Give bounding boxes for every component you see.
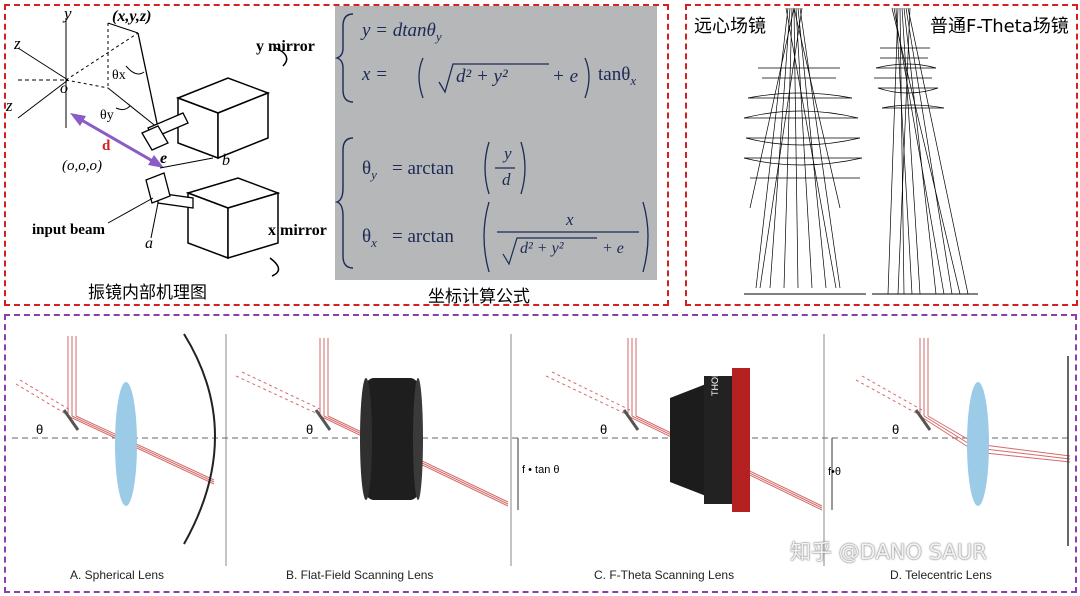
theta-d-label: θ <box>892 422 900 437</box>
formula-x-tan: tanθx <box>598 64 637 88</box>
theta-c-label: θ <box>600 422 608 437</box>
ftheta-lens-raytrace <box>872 7 978 295</box>
galvo-mechanism-diagram <box>17 18 288 277</box>
axis-z-lower-label: z <box>6 96 13 115</box>
lens-compare-panel <box>685 4 1078 306</box>
origin-coords-label: (o,o,o) <box>62 158 102 174</box>
origin-o-label: o <box>60 80 68 97</box>
formula-x-root: d² + y² <box>456 66 508 87</box>
flat-field-lens-diagram <box>235 338 519 510</box>
theta-a-label: θ <box>36 422 44 437</box>
y-mirror-label: y mirror <box>256 38 315 55</box>
ftheta-lens-label: 普通F-Theta场镜 <box>930 12 1069 38</box>
axis-y-label: y <box>64 4 72 23</box>
thorlabs-logo: THORLABS <box>710 347 720 396</box>
point-a-label: a <box>145 235 153 252</box>
axis-z-upper-label: z <box>14 34 21 53</box>
formula-theta-x-arctan: = arctan <box>392 226 454 247</box>
formula-theta-y-den: d <box>502 170 511 189</box>
distance-d-label: d <box>102 138 111 154</box>
f-theta-label: f•θ <box>828 466 842 478</box>
formula-x-plus-e: + e <box>552 66 579 87</box>
caption-telecentric: D. Telecentric Lens <box>890 568 992 582</box>
telecentric-lens-raytrace <box>743 7 866 295</box>
point-b-label: b <box>222 152 230 169</box>
point-xyz-label: (x,y,z) <box>112 8 152 25</box>
f-tan-theta-label: f • tan θ <box>522 464 560 476</box>
galvo-panel <box>4 4 669 306</box>
theta-x-label: θx <box>112 68 126 83</box>
x-mirror-label: x mirror <box>268 222 327 239</box>
spherical-lens-diagram <box>15 333 216 545</box>
formula-caption: 坐标计算公式 <box>428 287 530 307</box>
formula-theta-y-lhs: θy <box>362 158 377 182</box>
formula-box <box>335 6 657 280</box>
scanning-lens-panel <box>4 314 1077 593</box>
formula-theta-x-lhs: θx <box>362 226 377 250</box>
watermark: 知乎 @DANO SAUR <box>790 540 987 564</box>
theta-b-label: θ <box>306 422 314 437</box>
formula-theta-y-arctan: = arctan <box>392 158 454 179</box>
caption-ftheta: C. F-Theta Scanning Lens <box>594 568 735 582</box>
formula-theta-x-den-root: d² + y² <box>520 240 564 257</box>
galvo-caption: 振镜内部机理图 <box>88 283 207 303</box>
scanning-lens-diagrams <box>12 333 1071 566</box>
formula-theta-x-den-plus: + e <box>602 240 624 257</box>
ftheta-lens-diagram <box>545 338 833 512</box>
formula-y: y = dtanθy <box>362 20 442 44</box>
formula-theta-x-num: x <box>566 210 574 229</box>
theta-y-label: θy <box>100 108 114 123</box>
formula-x-lhs: x = <box>362 64 389 85</box>
formula-theta-y-num: y <box>504 144 512 163</box>
telecentric-lens-label: 远心场镜 <box>694 12 766 38</box>
caption-spherical: A. Spherical Lens <box>70 568 165 582</box>
point-e-label: e <box>160 150 168 167</box>
formula-braces <box>334 13 649 273</box>
telecentric-lens-diagram <box>855 338 1071 546</box>
caption-flat-field: B. Flat-Field Scanning Lens <box>286 568 434 582</box>
input-beam-label: input beam <box>32 222 105 238</box>
